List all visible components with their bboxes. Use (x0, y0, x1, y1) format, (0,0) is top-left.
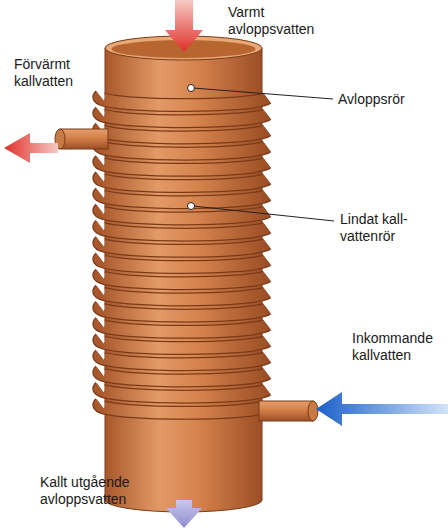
coil-winding-edge (99, 145, 267, 154)
coil-winding-edge (99, 193, 267, 202)
coil-winding (99, 226, 267, 235)
coil-winding-edge (99, 226, 267, 235)
leader-line (193, 206, 334, 221)
coil-winding (99, 161, 267, 170)
coil-winding (99, 96, 267, 105)
part-label: Avloppsrör (338, 91, 438, 108)
inlet-pipe-end (308, 401, 318, 421)
part-label: Varmt avloppsvatten (228, 4, 340, 38)
cold-water-arrow (316, 392, 448, 426)
coil-winding (99, 145, 267, 154)
leader-dot (188, 85, 195, 92)
coil-winding (99, 177, 267, 186)
hot-wastewater-arrow (165, 0, 203, 52)
coil-winding (99, 388, 267, 397)
coil-winding-edge (99, 258, 267, 267)
part-label: Förvärmt kallvatten (14, 56, 104, 90)
preheated-water-arrow (4, 133, 58, 163)
coil-winding-edge (99, 388, 267, 397)
coil-winding-edge (99, 371, 267, 380)
coil-winding (99, 128, 267, 137)
coil-windings (99, 96, 267, 413)
outlet-pipe-body (60, 129, 108, 149)
coil-winding (99, 193, 267, 202)
coil-winding-edge (99, 339, 267, 348)
coil-winding (99, 355, 267, 364)
coil-winding-edge (99, 355, 267, 364)
inlet-pipe (259, 401, 318, 421)
coil-winding (99, 323, 267, 332)
coil-winding (99, 307, 267, 316)
coil-winding (99, 258, 267, 267)
coil-winding-edge (99, 96, 267, 105)
coil-winding-edge (99, 404, 267, 413)
coil-winding-edge (99, 307, 267, 316)
leader-dot (188, 203, 195, 210)
cold-wastewater-arrow (166, 500, 202, 528)
leader-line (193, 88, 333, 99)
coil-winding-edge (99, 274, 267, 283)
coil-winding-edge (99, 323, 267, 332)
coil-winding-edge (99, 161, 267, 170)
coil-winding-edge (99, 112, 267, 121)
part-label: Kallt utgående avloppsvatten (40, 474, 158, 508)
coil-winding (99, 112, 267, 121)
coil-winding-edge (99, 128, 267, 137)
part-label: Inkommande kallvatten (352, 330, 444, 364)
coil-winding (99, 290, 267, 299)
coil-winding-edge (99, 290, 267, 299)
coil-winding (99, 274, 267, 283)
part-label: Lindat kall- vattenrör (340, 211, 424, 245)
coil-winding (99, 242, 267, 251)
inlet-pipe-body (259, 401, 313, 421)
coil-winding (99, 404, 267, 413)
coil-winding (99, 371, 267, 380)
outlet-pipe (55, 129, 108, 149)
coil-winding (99, 339, 267, 348)
coil-winding-edge (99, 242, 267, 251)
coil-winding-edge (99, 177, 267, 186)
